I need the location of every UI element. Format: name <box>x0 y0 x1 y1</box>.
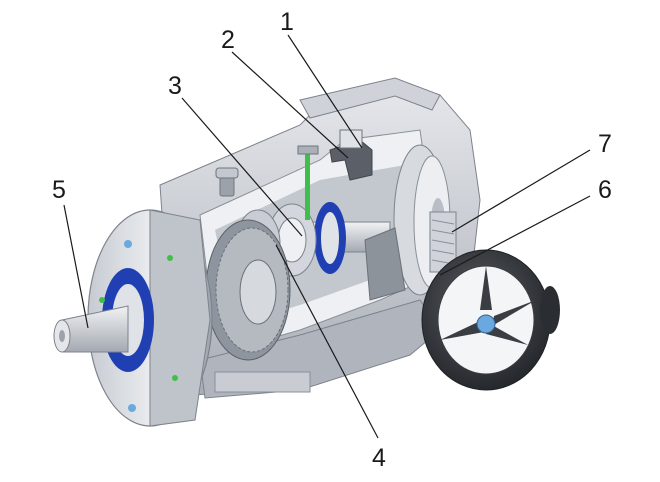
callout-label-3: 3 <box>168 72 182 100</box>
leader-2 <box>231 51 349 159</box>
callout-label-2: 2 <box>221 26 235 54</box>
leader-4 <box>275 244 379 439</box>
leader-6 <box>439 195 591 276</box>
leader-1 <box>287 34 363 149</box>
callout-label-5: 5 <box>52 176 66 204</box>
callout-label-1: 1 <box>280 8 294 36</box>
callout-label-7: 7 <box>598 130 612 158</box>
handwheel <box>421 249 560 391</box>
internal-shaft-assembly <box>235 129 391 279</box>
leader-5 <box>63 204 89 329</box>
breather-plug <box>215 167 239 197</box>
leader-3 <box>181 97 303 237</box>
callout-label-6: 6 <box>598 176 612 204</box>
leader-lines <box>63 34 591 439</box>
callout-labels: 1 2 3 4 5 6 7 <box>52 8 612 472</box>
leader-7 <box>451 149 591 233</box>
output-shaft <box>53 305 129 353</box>
callout-label-4: 4 <box>372 444 386 472</box>
helical-gear <box>205 219 291 361</box>
output-flange <box>87 209 213 427</box>
